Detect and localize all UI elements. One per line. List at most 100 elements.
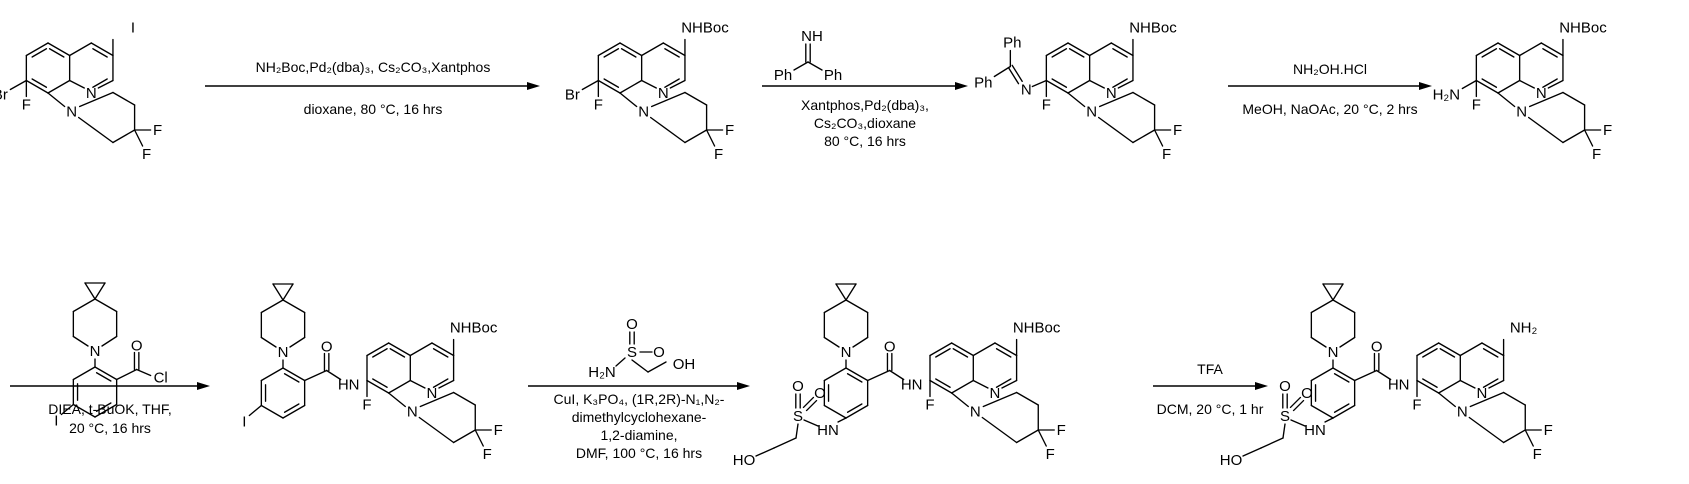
ring-nitrogen-label: N bbox=[658, 85, 669, 102]
bond bbox=[70, 43, 92, 56]
bond bbox=[85, 283, 95, 299]
double-bond bbox=[1440, 349, 1454, 357]
fluorine-label: F bbox=[1472, 97, 1481, 114]
oxygen-label: O bbox=[1279, 378, 1291, 395]
sulfur-label: S bbox=[1280, 408, 1290, 425]
bond bbox=[1333, 284, 1343, 300]
bond bbox=[389, 381, 411, 394]
conditions-above-3: NH₂OH.HCl bbox=[1293, 61, 1367, 77]
bond bbox=[10, 81, 26, 90]
bond bbox=[648, 362, 666, 372]
imine-nitrogen-label: N bbox=[1021, 82, 1032, 99]
double-bond bbox=[373, 349, 387, 357]
double-bond bbox=[936, 349, 950, 357]
fluorine-label: F bbox=[1057, 422, 1066, 439]
bond bbox=[1585, 130, 1593, 146]
bond bbox=[620, 81, 642, 94]
bond bbox=[70, 81, 85, 89]
piperidine-nitrogen-label: N bbox=[638, 104, 649, 121]
bond bbox=[1333, 300, 1355, 313]
bond bbox=[261, 338, 276, 348]
bond bbox=[846, 300, 868, 313]
double-bond bbox=[665, 49, 679, 57]
fluorine-label: F bbox=[1592, 146, 1601, 163]
double-bond bbox=[936, 379, 950, 387]
bond bbox=[756, 448, 774, 456]
bond bbox=[261, 300, 283, 313]
amine-label: NHBoc bbox=[1559, 20, 1607, 37]
bond bbox=[102, 337, 117, 347]
amine-label: NHBoc bbox=[450, 320, 498, 337]
bond bbox=[1520, 81, 1535, 89]
bond bbox=[1068, 93, 1085, 107]
bond bbox=[73, 337, 88, 347]
bond bbox=[1118, 81, 1133, 89]
imine-double-bond bbox=[1012, 65, 1022, 81]
fluorine-label: F bbox=[362, 397, 371, 414]
fluorine-label: F bbox=[1544, 422, 1553, 439]
bond bbox=[994, 67, 1010, 77]
bond bbox=[249, 406, 261, 416]
bond bbox=[1462, 81, 1476, 89]
bond bbox=[1520, 43, 1542, 56]
hydroxyl-label: HO bbox=[1220, 452, 1243, 469]
bond bbox=[475, 430, 483, 446]
bond bbox=[1133, 93, 1155, 106]
double-bond bbox=[434, 349, 448, 357]
bond bbox=[1311, 368, 1333, 381]
oxygen-label: O bbox=[626, 316, 638, 333]
fluorine-label: F bbox=[1042, 97, 1051, 114]
double-bond bbox=[32, 79, 46, 87]
double-bond bbox=[93, 49, 107, 57]
double-bond bbox=[97, 373, 111, 381]
bond bbox=[1311, 300, 1333, 313]
oxygen-label: O bbox=[814, 385, 826, 402]
bond bbox=[48, 93, 65, 107]
bond bbox=[454, 393, 476, 406]
bond bbox=[804, 420, 818, 426]
bond bbox=[1311, 338, 1326, 348]
amine-label: I bbox=[131, 20, 135, 37]
bond bbox=[1002, 381, 1017, 389]
sulfonamide-nh-label: HN bbox=[817, 422, 839, 439]
bond bbox=[1504, 430, 1526, 443]
conditions-below-2: Xantphos,Pd₂(dba)₃, bbox=[801, 97, 929, 113]
bond bbox=[1133, 130, 1155, 143]
amine-label: H₂N bbox=[588, 364, 616, 381]
double-bond bbox=[50, 49, 64, 57]
bond bbox=[794, 62, 808, 70]
bond bbox=[952, 381, 974, 394]
bond bbox=[1439, 381, 1461, 394]
bond bbox=[808, 62, 822, 70]
bond bbox=[305, 371, 327, 381]
bond bbox=[1038, 430, 1046, 446]
bond bbox=[1504, 393, 1526, 406]
bond bbox=[1068, 81, 1090, 94]
bond bbox=[796, 424, 798, 438]
bond bbox=[389, 393, 406, 407]
double-bond bbox=[1335, 404, 1349, 412]
sulfur-label: S bbox=[793, 408, 803, 425]
bromine-label: Br bbox=[565, 87, 580, 104]
bond bbox=[290, 338, 305, 348]
bond bbox=[113, 130, 135, 143]
bond bbox=[137, 370, 151, 376]
bond bbox=[1498, 81, 1520, 94]
bond bbox=[1460, 381, 1475, 389]
bond bbox=[1283, 424, 1285, 438]
bond bbox=[620, 93, 637, 107]
bond bbox=[973, 343, 995, 356]
oxygen-label: O bbox=[1301, 385, 1313, 402]
bond bbox=[1469, 418, 1503, 443]
bond bbox=[1548, 81, 1563, 89]
fluorine-label: F bbox=[153, 122, 162, 139]
reaction-arrow-2 bbox=[762, 82, 968, 90]
double-bond bbox=[390, 349, 404, 357]
bond bbox=[439, 381, 454, 389]
double-bond bbox=[1543, 49, 1557, 57]
conditions-below-4: 20 °C, 16 hrs bbox=[69, 420, 151, 436]
phenyl-label: Ph bbox=[974, 75, 992, 92]
bond bbox=[1032, 81, 1046, 87]
ring-nitrogen-label: N bbox=[1477, 385, 1488, 402]
bond bbox=[1090, 81, 1105, 89]
